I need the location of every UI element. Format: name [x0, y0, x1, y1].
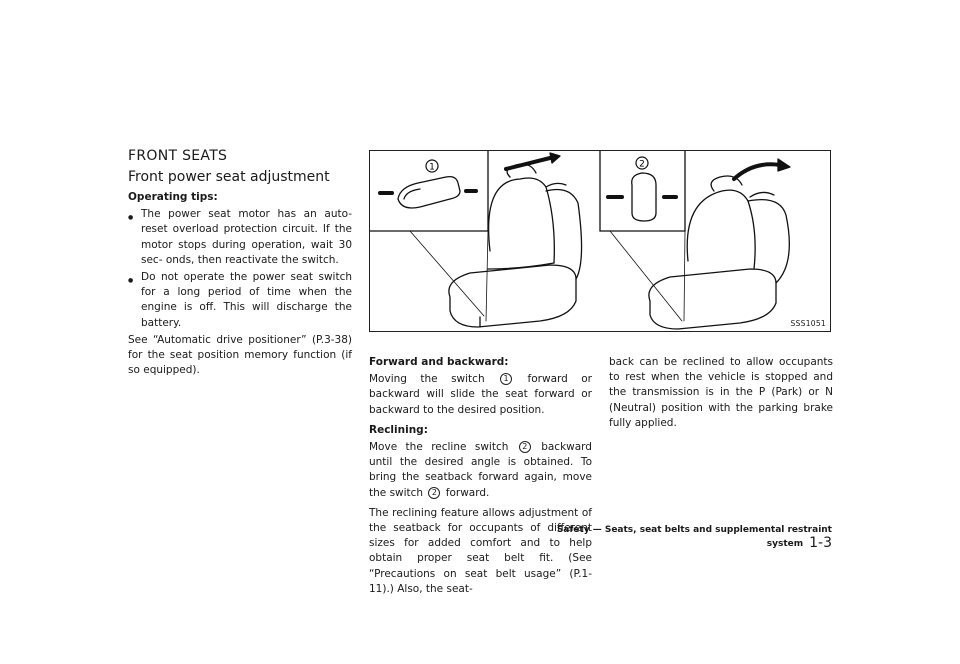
middle-column: Forward and backward: Moving the switch …: [369, 355, 592, 602]
svg-text:2: 2: [639, 160, 645, 170]
callout-1-badge: 1: [500, 373, 513, 386]
callout-1-icon: 1: [425, 159, 439, 173]
seat-figure: 1 2 SSS1051: [369, 150, 831, 332]
tips-list: ●The power seat motor has an auto-reset …: [128, 207, 352, 331]
tip-item: ●The power seat motor has an auto-reset …: [128, 208, 352, 266]
recline-continued: back can be reclined to allow occupants …: [609, 356, 833, 429]
bullet-icon: ●: [128, 277, 134, 285]
section-title: FRONT SEATS: [128, 148, 228, 164]
see-note: See “Automatic drive positioner” (P.3-38…: [128, 333, 352, 377]
callout-2-badge: 2: [518, 441, 531, 454]
tip-item: ●Do not operate the power seat switch fo…: [128, 271, 352, 329]
forward-text: Moving the switch 1 forward or backward …: [369, 373, 593, 416]
callout-2-badge: 2: [428, 486, 441, 499]
subsection-title: Front power seat adjustment: [128, 169, 330, 185]
forward-heading: Forward and backward:: [369, 356, 509, 368]
recline-heading: Reclining:: [369, 423, 428, 436]
recline-text: Move the recline switch 2 backward until…: [369, 441, 592, 499]
tips-heading: Operating tips:: [128, 191, 218, 203]
figure-code: SSS1051: [790, 319, 826, 328]
callout-2-icon: 2: [635, 156, 649, 170]
bullet-icon: ●: [128, 214, 134, 222]
chapter-title: Safety — Seats, seat belts and supplemen…: [556, 525, 832, 549]
seat-illustration: 1 2: [370, 151, 791, 330]
svg-text:1: 1: [429, 163, 435, 173]
page-footer: Safety — Seats, seat belts and supplemen…: [520, 525, 832, 551]
recline-para: The reclining feature allows adjustment …: [369, 506, 592, 595]
left-column: FRONT SEATS Front power seat adjustment …: [128, 148, 352, 383]
page-number: 1-3: [809, 535, 832, 551]
right-column: back can be reclined to allow occupants …: [609, 355, 833, 436]
